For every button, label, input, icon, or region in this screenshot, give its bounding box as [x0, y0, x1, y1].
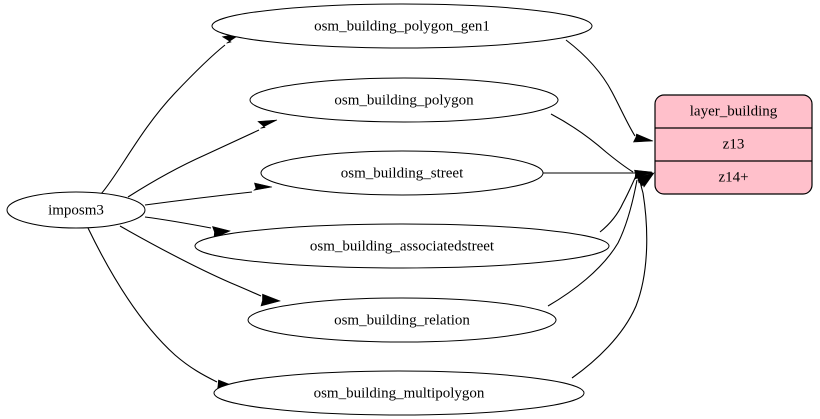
layer-building-row-title: layer_building	[690, 103, 778, 119]
edge-group-tables-to-layer	[543, 39, 655, 379]
edge-osm-building-polygon-gen1-to-z13	[565, 39, 654, 143]
edge-imposm3-to-osm-building-polygon	[127, 119, 278, 198]
node-osm-building-street-label: osm_building_street	[341, 165, 464, 181]
node-osm-building-street[interactable]: osm_building_street	[260, 150, 544, 196]
layer-building-row-z14plus: z14+	[718, 169, 748, 185]
node-osm-building-polygon-gen1[interactable]: osm_building_polygon_gen1	[211, 3, 593, 49]
node-osm-building-multipolygon[interactable]: osm_building_multipolygon	[213, 370, 585, 416]
node-osm-building-relation[interactable]: osm_building_relation	[247, 297, 557, 343]
node-osm-building-polygon-label: osm_building_polygon	[334, 92, 474, 108]
node-osm-building-multipolygon-label: osm_building_multipolygon	[314, 385, 485, 401]
edge-imposm3-to-osm-building-relation	[119, 225, 281, 307]
edge-osm-building-polygon-to-z14plus	[550, 113, 653, 180]
node-osm-building-associatedstreet-label: osm_building_associatedstreet	[310, 238, 495, 254]
node-imposm3[interactable]: imposm3	[6, 191, 146, 229]
node-osm-building-polygon-gen1-label: osm_building_polygon_gen1	[314, 18, 490, 34]
node-osm-building-relation-label: osm_building_relation	[334, 312, 470, 328]
node-layer-building[interactable]: layer_building z13 z14+	[654, 94, 813, 195]
edge-imposm3-to-osm-building-associatedstreet	[144, 216, 231, 239]
node-osm-building-associatedstreet[interactable]: osm_building_associatedstreet	[194, 223, 610, 269]
edge-imposm3-to-osm-building-polygon-gen1	[100, 32, 243, 195]
node-imposm3-label: imposm3	[48, 202, 104, 218]
node-osm-building-polygon[interactable]: osm_building_polygon	[249, 77, 559, 123]
layer-building-box	[654, 94, 813, 195]
edge-osm-building-multipolygon-to-z14plus	[571, 172, 655, 379]
layer-building-row-z13: z13	[723, 136, 745, 152]
edge-osm-building-street-to-z14plus	[543, 170, 654, 177]
edge-imposm3-to-osm-building-street	[144, 182, 273, 206]
